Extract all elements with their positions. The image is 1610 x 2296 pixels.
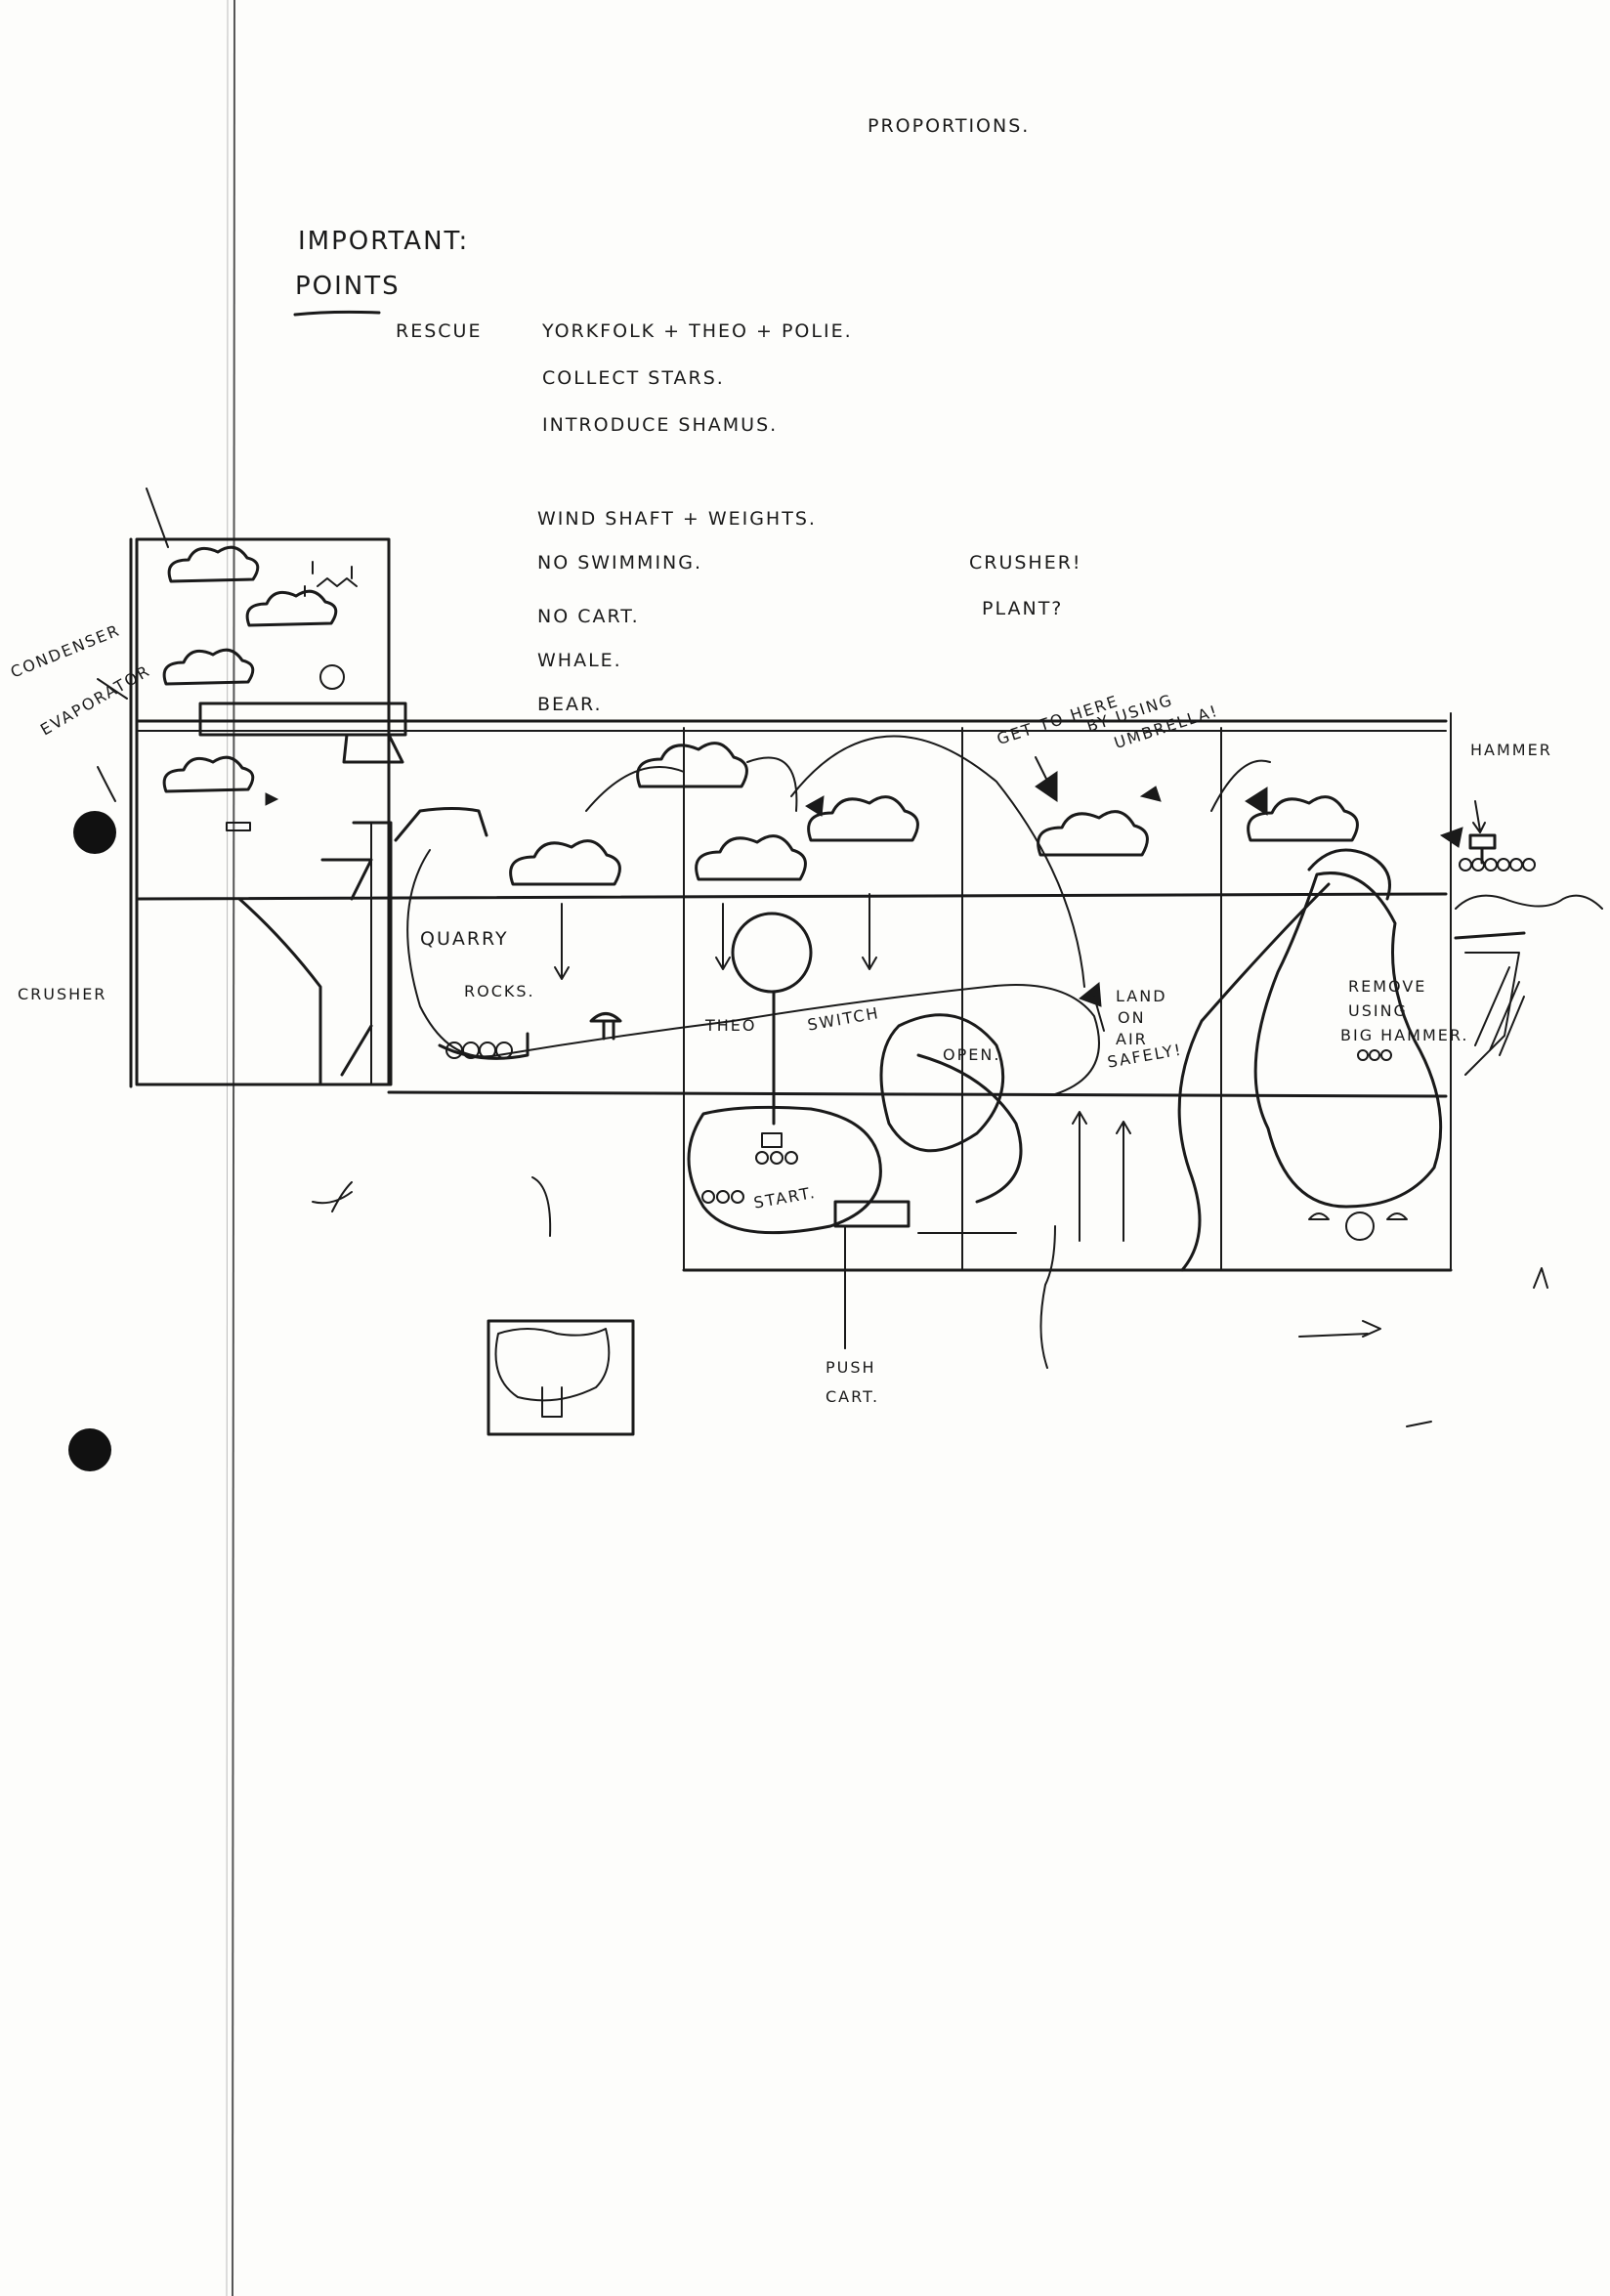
rescue-label: RESCUE [396,320,483,342]
note-crusher: CRUSHER! [969,552,1082,574]
notes-heading: IMPORTANT: [298,227,470,256]
label-quarry: QUARRY [420,928,509,950]
cloud-icon [509,742,1359,886]
label-push: PUSH [826,1358,876,1377]
note-item-whale: WHALE. [537,650,622,671]
label-remove-1: REMOVE [1348,977,1427,996]
cloud-icon [162,545,338,793]
note-item-rescue: YORKFOLK + THEO + POLIE. [542,320,853,342]
note-item-bear: BEAR. [537,694,603,715]
punch-hole-icon [68,1428,111,1471]
label-remove-3: BIG HAMMER. [1340,1026,1469,1044]
note-item-wind-shaft: WIND SHAFT + WEIGHTS. [537,508,817,530]
label-land-1: LAND [1116,987,1167,1005]
note-item-no-cart: NO CART. [537,606,640,627]
note-plant: PLANT? [982,598,1064,619]
mushroom-icon [589,1012,622,1041]
rock-icon [701,1049,1392,1204]
punch-hole-icon [73,811,116,854]
label-cart: CART. [826,1387,880,1406]
tree-icon [731,912,813,1126]
label-crusher: CRUSHER [18,985,107,1003]
label-land-3: AIR [1116,1030,1148,1048]
note-item-stars: COLLECT STARS. [542,367,725,389]
note-item-shamus: INTRODUCE SHAMUS. [542,414,779,436]
label-hammer: HAMMER [1470,741,1552,759]
notes-heading-sub: POINTS [295,272,401,301]
label-land-2: ON [1118,1008,1146,1027]
label-remove-2: USING [1348,1001,1408,1020]
rock-icon [445,1042,513,1059]
margin-line [232,0,235,2296]
proportions-note: PROPORTIONS. [868,115,1031,137]
note-item-no-swimming: NO SWIMMING. [537,552,703,574]
label-rocks: ROCKS. [464,982,535,1000]
label-open: OPEN. [943,1045,1001,1064]
rock-icon [1459,858,1536,872]
label-theo: THEO [705,1016,757,1035]
thumbnail-sketch [487,1319,635,1436]
mushroom-icon [1308,1212,1408,1241]
